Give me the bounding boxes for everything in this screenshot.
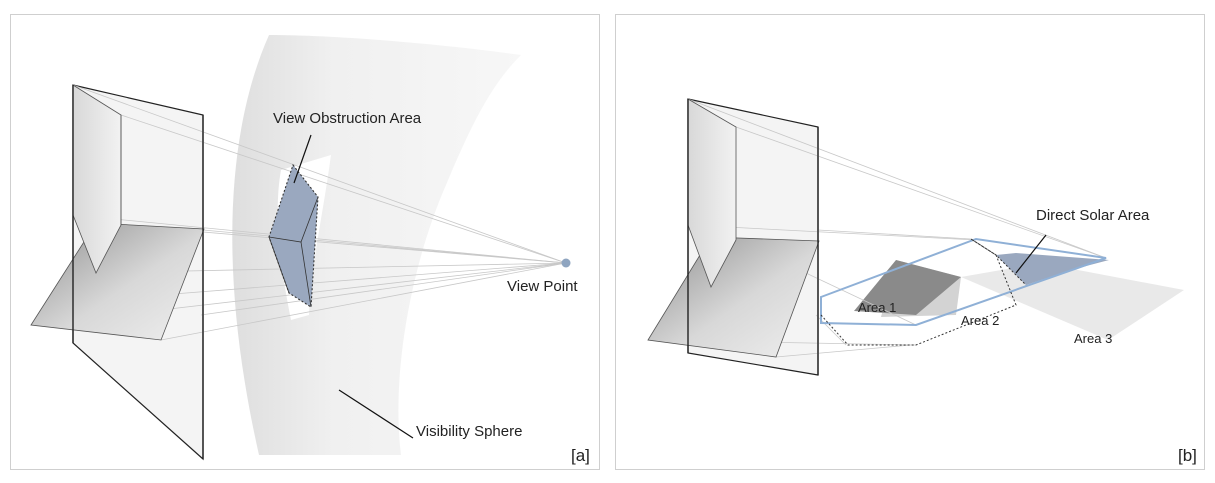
label-view-point: View Point <box>507 278 578 295</box>
sphere-leader <box>338 389 414 439</box>
area-1-shape <box>854 260 961 315</box>
dotted-outline <box>820 238 1017 346</box>
panel-a-diagram: View Obstruction Area View Point Visibil… <box>30 35 590 465</box>
direct-solar-area <box>996 253 1109 285</box>
panel-b: Direct Solar Area Area 1 Area 2 Area 3 [… <box>615 14 1205 470</box>
solar-leader <box>1015 234 1047 274</box>
label-area-1: Area 1 <box>858 300 896 315</box>
label-visibility-sphere: Visibility Sphere <box>416 423 522 440</box>
floor-plane <box>30 222 205 341</box>
panel-a-tag: [a] <box>571 446 590 465</box>
solar-outline <box>820 237 1107 327</box>
label-area-3: Area 3 <box>1074 331 1112 346</box>
visibility-sphere <box>232 35 521 455</box>
obstruction-leader <box>293 134 312 184</box>
floor-plane <box>647 236 820 358</box>
label-view-obstruction-area: View Obstruction Area <box>273 110 422 127</box>
label-area-2: Area 2 <box>961 313 999 328</box>
panel-b-diagram: Direct Solar Area Area 1 Area 2 Area 3 [… <box>647 98 1197 465</box>
panel-b-tag: [b] <box>1178 446 1197 465</box>
view-point-marker <box>561 258 571 268</box>
label-direct-solar-area: Direct Solar Area <box>1036 207 1150 224</box>
panel-a: View Obstruction Area View Point Visibil… <box>10 14 600 470</box>
area-3-shape <box>961 263 1184 340</box>
